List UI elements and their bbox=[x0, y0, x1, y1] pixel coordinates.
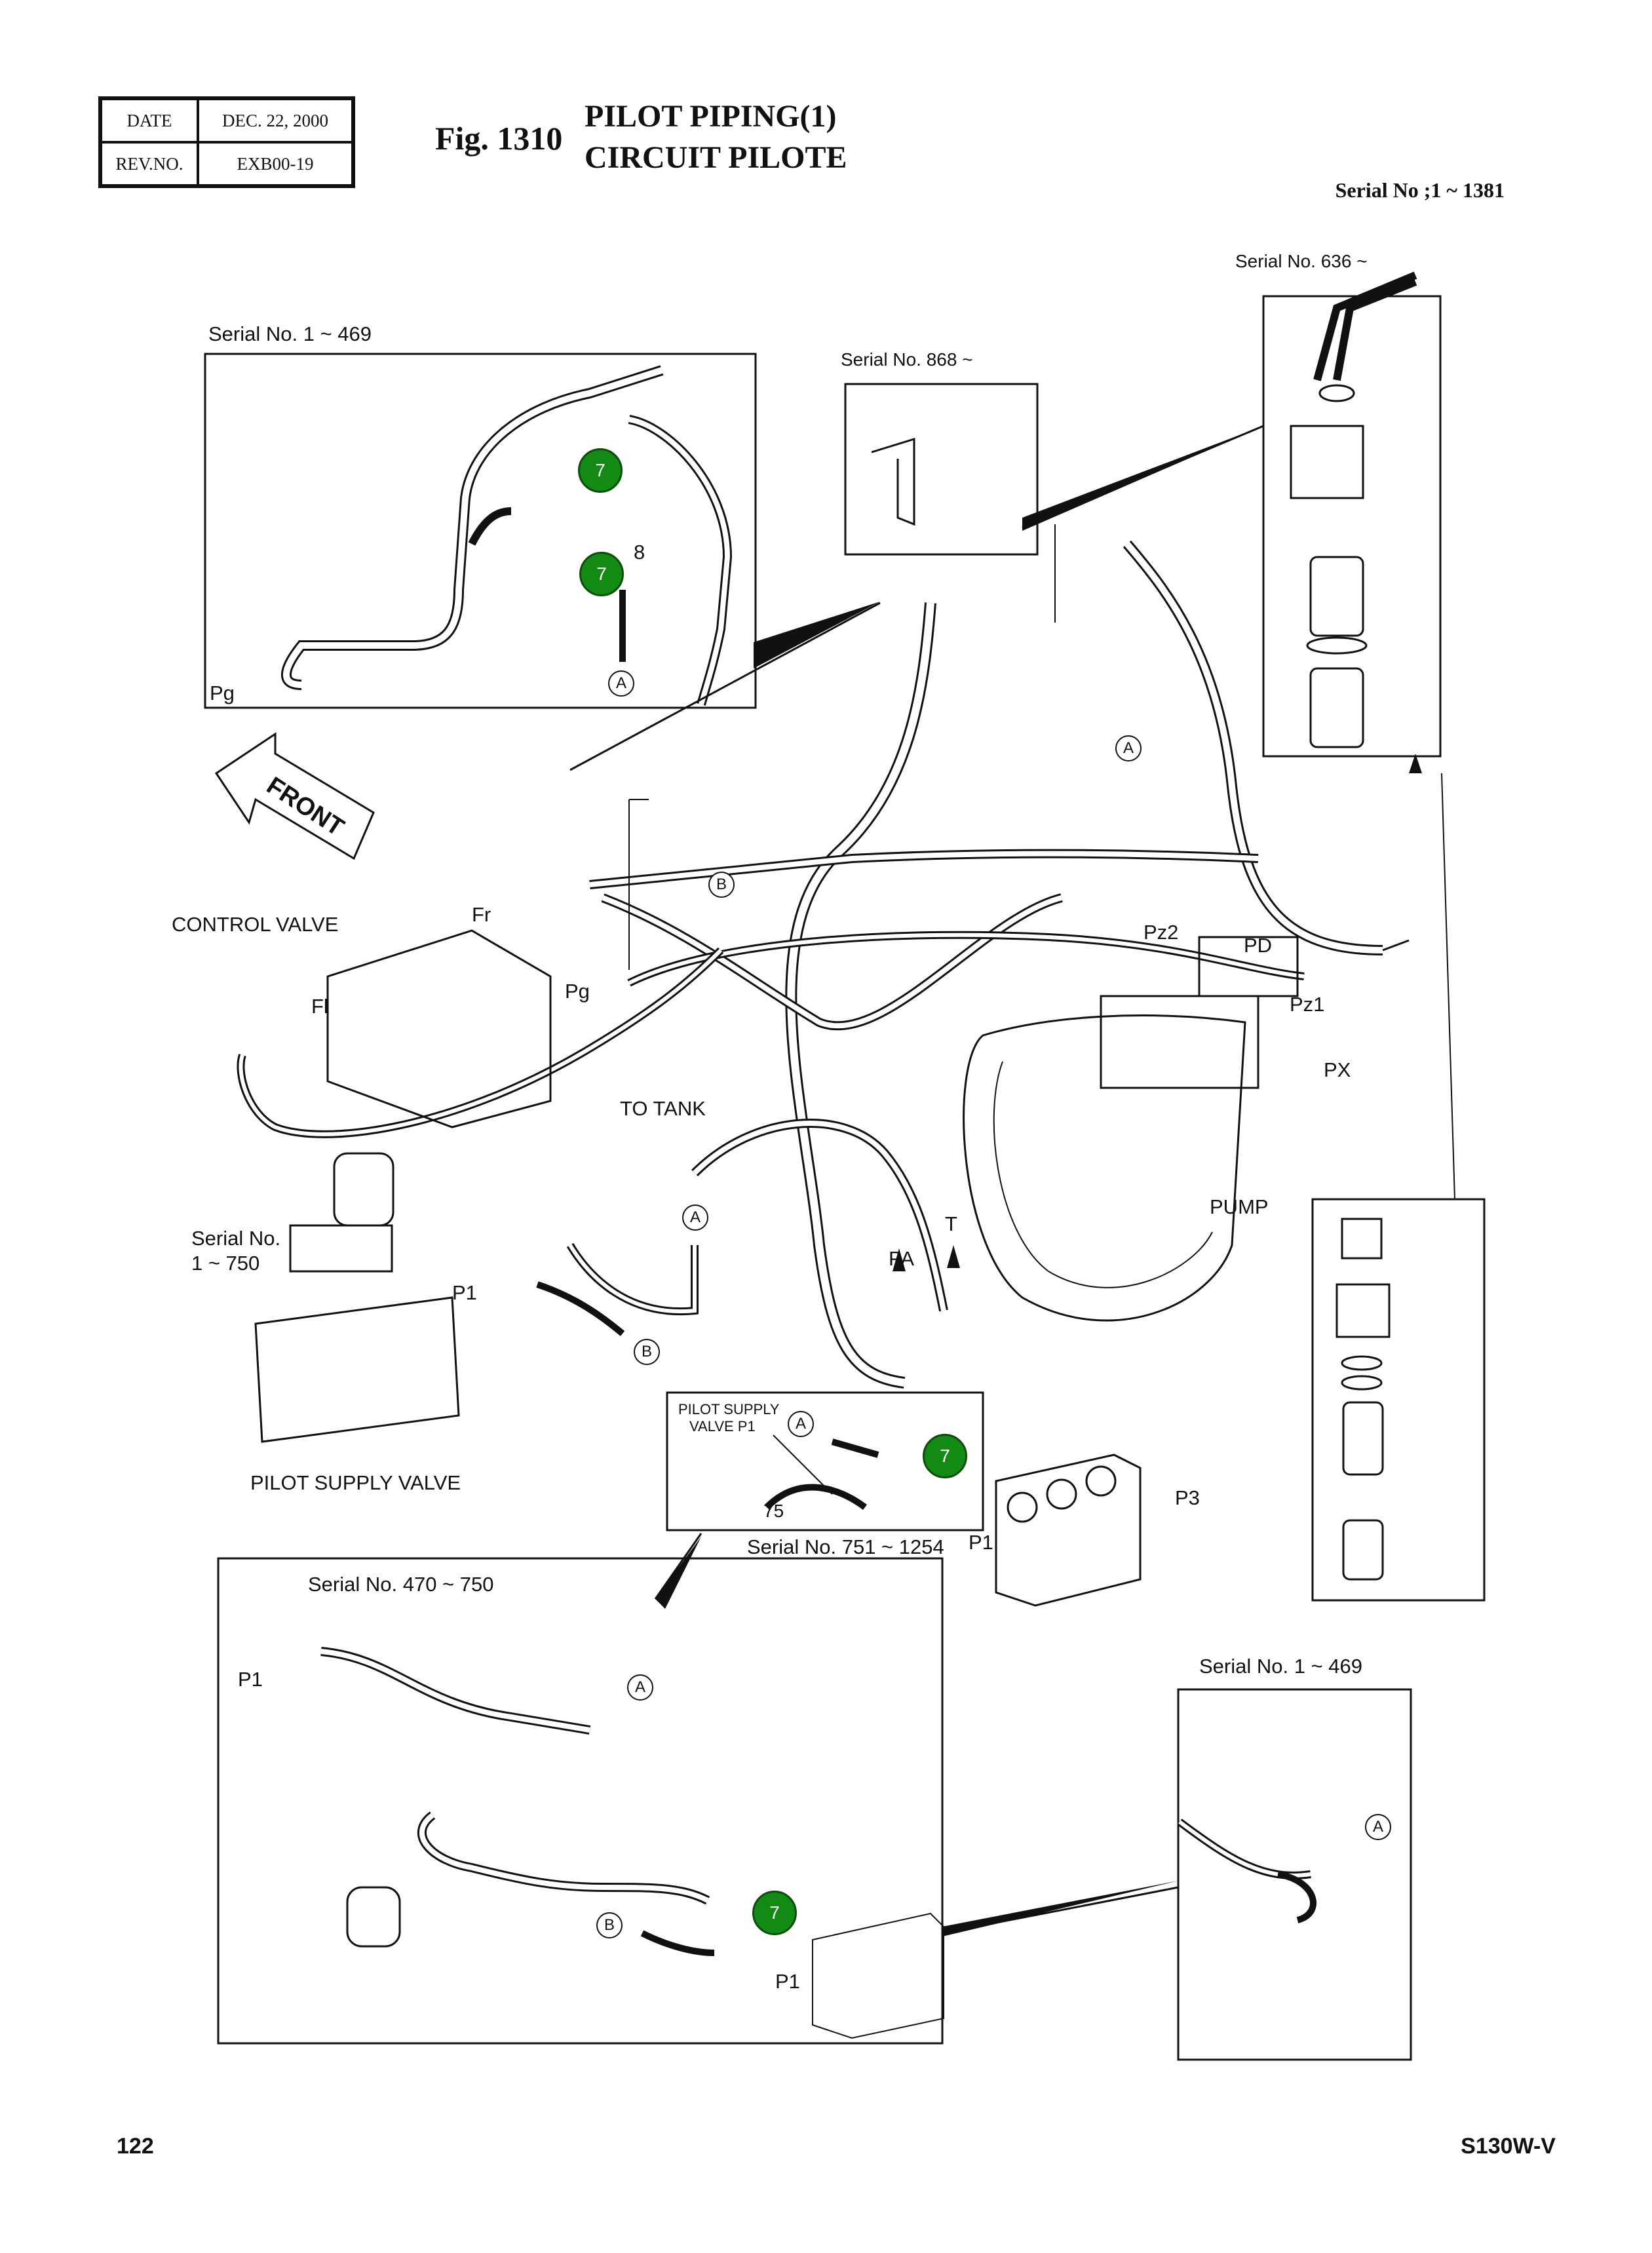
serial-636-label: Serial No. 636 ~ bbox=[1235, 251, 1368, 271]
ref-a-mid: A bbox=[682, 1204, 708, 1231]
callout-7-d[interactable]: 7 bbox=[752, 1891, 797, 1935]
ref-a-868: A bbox=[1115, 735, 1142, 761]
pump-label: PUMP bbox=[1210, 1195, 1269, 1218]
inset-psv-line1: PILOT SUPPLY bbox=[678, 1401, 780, 1417]
ref-a-top: A bbox=[608, 670, 634, 697]
ref-b-mid: B bbox=[708, 872, 735, 898]
callout-7-b[interactable]: 7 bbox=[579, 552, 624, 596]
p1-label-mid: P1 bbox=[452, 1281, 477, 1304]
p1-label-inset: P1 bbox=[969, 1531, 993, 1554]
ref-b-inset-470: B bbox=[596, 1912, 623, 1938]
inset-box-serial-1-469-top bbox=[204, 353, 757, 709]
px-label: PX bbox=[1324, 1058, 1351, 1081]
title-english: PILOT PIPING(1) bbox=[585, 99, 837, 134]
inset-box-serial-1-469-bottom bbox=[1177, 1688, 1412, 2061]
number-75-label: 75 bbox=[763, 1501, 784, 1521]
serial-470-750-label: Serial No. 470 ~ 750 bbox=[308, 1573, 494, 1596]
inset-box-serial-470-750 bbox=[217, 1557, 944, 2045]
date-label: DATE bbox=[101, 99, 198, 142]
ref-b-lower: B bbox=[634, 1339, 660, 1365]
figure-number: Fig. 1310 bbox=[435, 120, 563, 157]
control-valve-label: CONTROL VALVE bbox=[172, 913, 339, 936]
rev-value: EXB00-19 bbox=[198, 142, 353, 185]
inset-box-pump-parts bbox=[1311, 1198, 1486, 1602]
inset-box-serial-868 bbox=[844, 383, 1039, 556]
p3-label: P3 bbox=[1175, 1486, 1200, 1509]
p1-label-lower-b: P1 bbox=[775, 1970, 800, 1993]
inset-box-serial-636 bbox=[1262, 295, 1442, 758]
pd-label: PD bbox=[1244, 934, 1273, 957]
inset-psv-line2: VALVE P1 bbox=[689, 1418, 756, 1435]
pilot-supply-valve-label: PILOT SUPPLY VALVE bbox=[250, 1471, 461, 1494]
inset-box-serial-1-750 bbox=[289, 1224, 393, 1273]
fl-label: Fl bbox=[311, 995, 328, 1018]
date-value: DEC. 22, 2000 bbox=[198, 99, 353, 142]
pg-label-top: Pg bbox=[210, 682, 235, 704]
pa-label: PA bbox=[889, 1247, 915, 1270]
ref-a-inset-bottom: A bbox=[1365, 1814, 1391, 1840]
serial-1-469-top-label: Serial No. 1 ~ 469 bbox=[208, 322, 372, 345]
inset-box-serial-751 bbox=[666, 1391, 984, 1531]
pz1-label: Pz1 bbox=[1290, 993, 1325, 1016]
ref-a-inset-751: A bbox=[788, 1411, 814, 1437]
p1-label-lower-a: P1 bbox=[238, 1668, 263, 1691]
serial-751-1254-label: Serial No. 751 ~ 1254 bbox=[747, 1535, 944, 1558]
model-name: S130W-V bbox=[1461, 2134, 1556, 2159]
rev-label: REV.NO. bbox=[101, 142, 198, 185]
pg-label-mid: Pg bbox=[565, 980, 590, 1003]
number-8-label: 8 bbox=[634, 541, 645, 564]
serial-868-label: Serial No. 868 ~ bbox=[841, 349, 973, 370]
pz2-label: Pz2 bbox=[1143, 921, 1179, 944]
serial-range: Serial No ;1 ~ 1381 bbox=[1335, 178, 1505, 202]
serial-1-469-bottom-label: Serial No. 1 ~ 469 bbox=[1199, 1655, 1363, 1678]
serial-1-750-label: Serial No. bbox=[191, 1227, 281, 1250]
revision-table: DATE DEC. 22, 2000 REV.NO. EXB00-19 bbox=[98, 96, 355, 188]
front-arrow bbox=[214, 732, 375, 860]
ref-a-inset-470: A bbox=[627, 1674, 653, 1701]
title-french: CIRCUIT PILOTE bbox=[585, 140, 847, 175]
to-tank-label: TO TANK bbox=[620, 1097, 706, 1120]
page-number: 122 bbox=[117, 2134, 154, 2159]
callout-7-a[interactable]: 7 bbox=[578, 448, 623, 493]
t-label: T bbox=[945, 1212, 957, 1235]
callout-7-c[interactable]: 7 bbox=[923, 1434, 967, 1478]
fr-label: Fr bbox=[472, 903, 491, 926]
serial-1-750-range-label: 1 ~ 750 bbox=[191, 1252, 260, 1275]
